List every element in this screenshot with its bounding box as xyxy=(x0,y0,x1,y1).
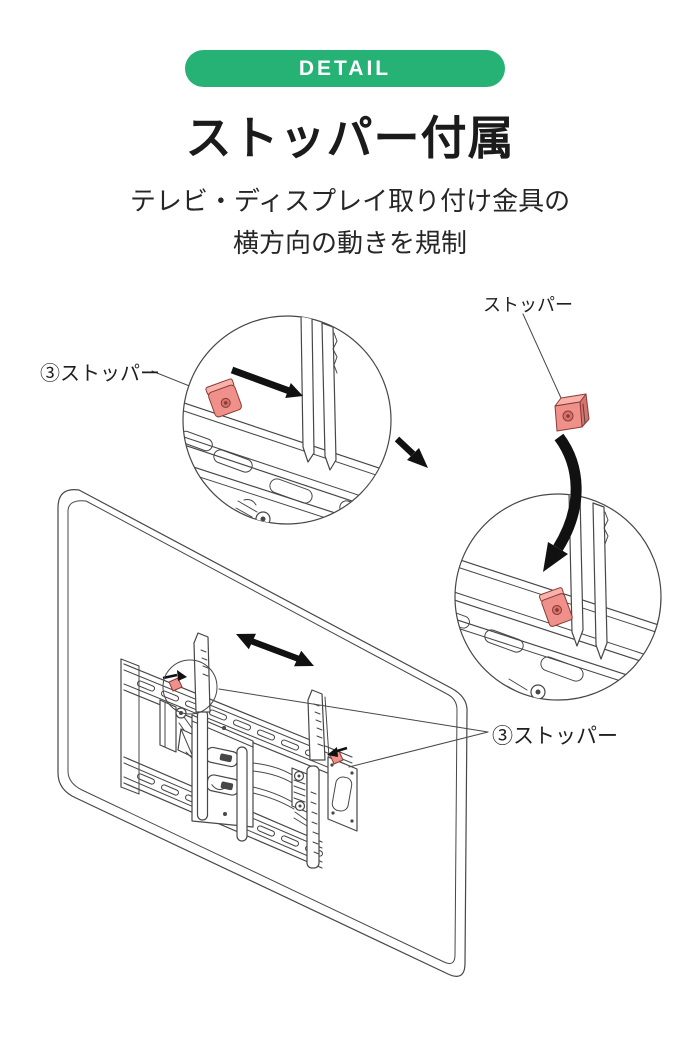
stopper-clip-left-small xyxy=(168,677,183,692)
tv-bracket-left-lower xyxy=(196,709,209,821)
callout-circle-top xyxy=(182,315,392,525)
label-stopper-left: ③ストッパー xyxy=(40,363,160,385)
detail-badge: DETAIL xyxy=(185,50,505,87)
right-arrow-icon xyxy=(162,670,187,681)
left-arrow-icon xyxy=(327,746,348,757)
page-title: ストッパー付属 xyxy=(185,112,515,164)
right-end-plate xyxy=(327,756,358,832)
wall-mount-bracket xyxy=(120,632,358,869)
subtitle-line-2: 横方向の動きを規制 xyxy=(232,228,467,258)
curved-down-arrow-icon xyxy=(543,433,582,572)
stopper-clip-magnified-top xyxy=(205,378,242,418)
subtitle-line-1: テレビ・ディスプレイ取り付け金具の xyxy=(129,186,571,216)
stopper-part-loose xyxy=(554,393,590,432)
tv-bracket-right xyxy=(306,689,330,869)
detail-badge-label: DETAIL xyxy=(298,56,392,80)
left-end-bar xyxy=(120,658,140,795)
tv-bracket-left-upper xyxy=(193,632,211,713)
magnifier-source-circle xyxy=(162,659,218,715)
label-stopper-bottom: ③ストッパー xyxy=(492,725,618,748)
stopper-clip-magnified-seated xyxy=(538,587,573,627)
label-stopper-part: ストッパー xyxy=(483,295,573,315)
double-headed-arrow-icon xyxy=(236,633,314,667)
down-right-arrow-icon xyxy=(394,436,428,468)
callout-circle-right xyxy=(454,493,662,701)
display-panel xyxy=(57,489,468,977)
plate-right-strip xyxy=(236,746,248,842)
slide-right-arrow-icon xyxy=(230,366,303,398)
